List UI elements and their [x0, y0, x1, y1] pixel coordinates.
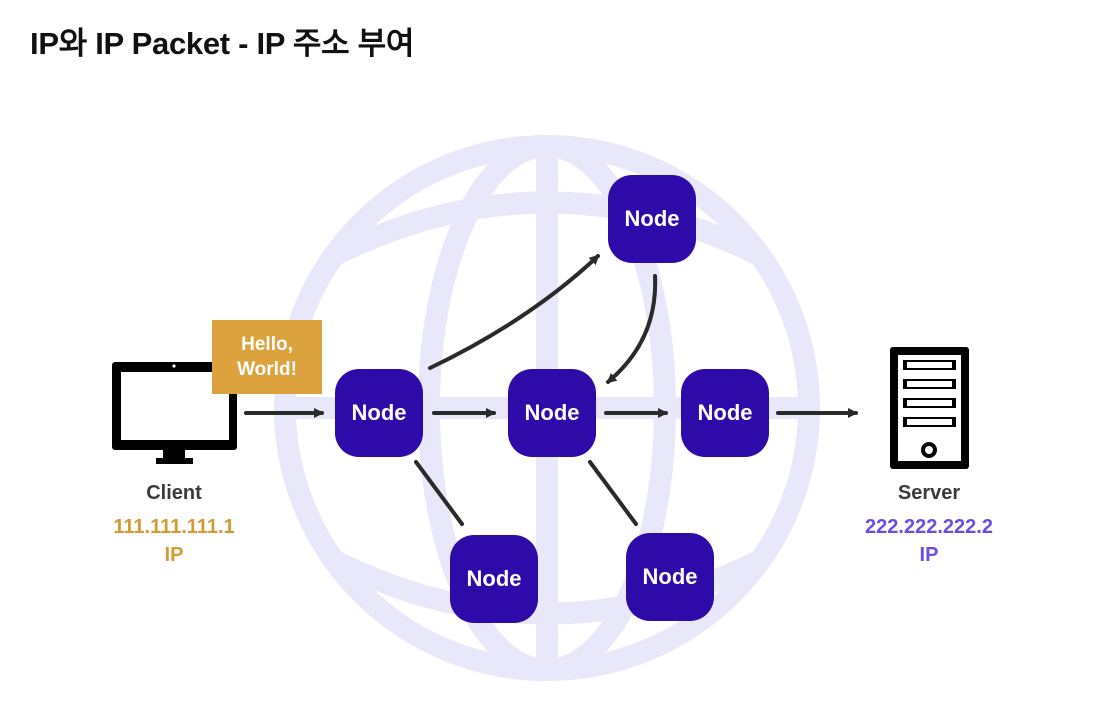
arrow-node-top-to-node-2	[606, 274, 658, 384]
client-label: Client	[146, 482, 202, 504]
client-ip-tag: IP	[164, 544, 184, 566]
server-ip-tag: IP	[919, 544, 939, 566]
message-line-1: Hello,	[241, 334, 293, 355]
arrow-node-1-to-node-top	[428, 254, 600, 370]
link-node-1-to-node-bottom-left	[414, 460, 464, 526]
node-2: Node	[508, 369, 596, 457]
message-line-2: World!	[237, 359, 297, 380]
server-icon	[890, 347, 969, 469]
node-label: Node	[642, 564, 698, 589]
node-label: Node	[524, 400, 580, 425]
node-top: Node	[608, 175, 696, 263]
node-1: Node	[335, 369, 423, 457]
node-label: Node	[466, 566, 522, 591]
server-ip-address: 222.222.222.2	[865, 516, 993, 538]
node-bottom-left: Node	[450, 535, 538, 623]
monitor-icon	[112, 362, 237, 464]
server-label: Server	[897, 482, 961, 504]
page-title: IP와 IP Packet - IP 주소 부여	[30, 26, 415, 61]
node-label: Node	[624, 206, 680, 231]
link-node-2-to-node-bottom-right	[588, 460, 638, 526]
node-label: Node	[351, 400, 407, 425]
node-label: Node	[697, 400, 753, 425]
client-ip-address: 111.111.111.1	[113, 516, 235, 538]
message-box: Hello, World!	[212, 320, 322, 394]
node-3: Node	[681, 369, 769, 457]
node-bottom-right: Node	[626, 533, 714, 621]
